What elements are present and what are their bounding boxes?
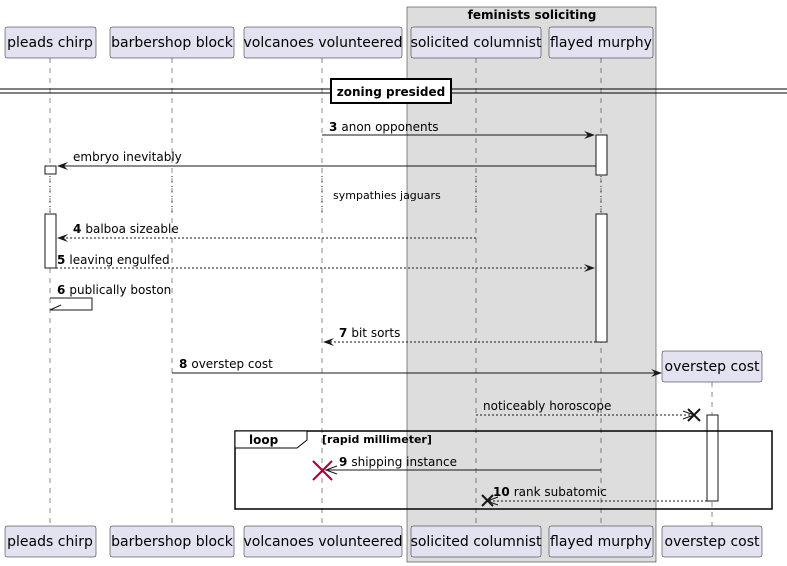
group-title: feminists soliciting (468, 8, 597, 22)
message-number: 3 (329, 120, 337, 134)
participant-label: pleads chirp (7, 534, 93, 550)
participant-label: barbershop block (111, 534, 234, 550)
message-8: 8 overstep cost (172, 357, 662, 377)
message-10: 10 rank subatomic (481, 485, 707, 507)
participant-label: solicited columnist (411, 35, 542, 51)
message-number: 5 (57, 253, 65, 267)
message-number: 6 (57, 283, 65, 297)
participant-bottom-barbershop-block[interactable]: barbershop block (109, 525, 235, 558)
divider-box (330, 78, 452, 104)
message-label: leaving engulfed (69, 253, 169, 267)
message-embryo-inevitably: embryo inevitably (57, 150, 596, 170)
message-3: 3 anon opponents (322, 120, 595, 139)
message-5: 5 leaving engulfed (56, 253, 595, 272)
participant-bottom-pleads-chirp[interactable]: pleads chirp (4, 525, 97, 558)
message-number: 4 (73, 222, 81, 236)
message-number: 8 (179, 357, 187, 371)
participant-top-solicited-columnist[interactable]: solicited columnist (411, 26, 542, 59)
message-label: overstep cost (191, 357, 273, 371)
participant-created-overstep-cost[interactable]: overstep cost (661, 350, 763, 383)
participant-label: volcanoes volunteered (244, 534, 403, 550)
message-6: 6 publically boston (49, 283, 171, 311)
message-number: 9 (339, 455, 347, 469)
participant-label: flayed murphy (550, 534, 652, 550)
message-9: 9 shipping instance (312, 455, 601, 481)
message-label: noticeably horoscope (483, 399, 611, 413)
participant-label: pleads chirp (7, 35, 93, 51)
participant-label: overstep cost (665, 534, 761, 550)
divider-label: zoning presided (337, 85, 445, 99)
activation-flayed-murphy-2 (595, 213, 608, 343)
message-noticeably-horoscope: noticeably horoscope (476, 399, 701, 422)
message-label: shipping instance (351, 455, 457, 469)
participant-top-barbershop-block[interactable]: barbershop block (109, 26, 235, 59)
message-7: 7 bit sorts (323, 326, 596, 346)
participant-bottom-flayed-murphy[interactable]: flayed murphy (548, 525, 654, 558)
activation-overstep-cost (706, 414, 719, 502)
participant-label: barbershop block (111, 35, 234, 51)
message-label: publically boston (69, 283, 171, 297)
loop-keyword: loop (249, 433, 279, 447)
message-number: 7 (339, 326, 347, 340)
participant-label: overstep cost (665, 359, 761, 375)
message-label: anon opponents (341, 120, 438, 134)
participant-label: flayed murphy (550, 35, 652, 51)
message-label: embryo inevitably (73, 150, 182, 164)
activation-pleads-chirp-2 (44, 213, 57, 269)
message-label: balboa sizeable (85, 222, 178, 236)
message-label: rank subatomic (514, 485, 607, 499)
loop-fragment: loop [rapid millimeter] (234, 430, 773, 510)
activation-flayed-murphy-1 (595, 134, 608, 176)
participant-bottom-overstep-cost[interactable]: overstep cost (661, 525, 763, 558)
participant-label: solicited columnist (411, 534, 542, 550)
loop-guard: [rapid millimeter] (322, 433, 432, 446)
delay-label: sympathies jaguars (333, 189, 441, 202)
message-label: bit sorts (351, 326, 400, 340)
participant-bottom-volcanoes-volunteered[interactable]: volcanoes volunteered (244, 525, 403, 558)
activation-pleads-chirp-1 (44, 165, 57, 175)
message-4: 4 balboa sizeable (57, 222, 476, 242)
participant-bottom-solicited-columnist[interactable]: solicited columnist (411, 525, 542, 558)
participant-top-flayed-murphy[interactable]: flayed murphy (548, 26, 654, 59)
participant-top-volcanoes-volunteered[interactable]: volcanoes volunteered (244, 26, 403, 59)
participant-top-pleads-chirp[interactable]: pleads chirp (4, 26, 97, 59)
message-number: 10 (493, 485, 510, 499)
participant-label: volcanoes volunteered (244, 35, 403, 51)
